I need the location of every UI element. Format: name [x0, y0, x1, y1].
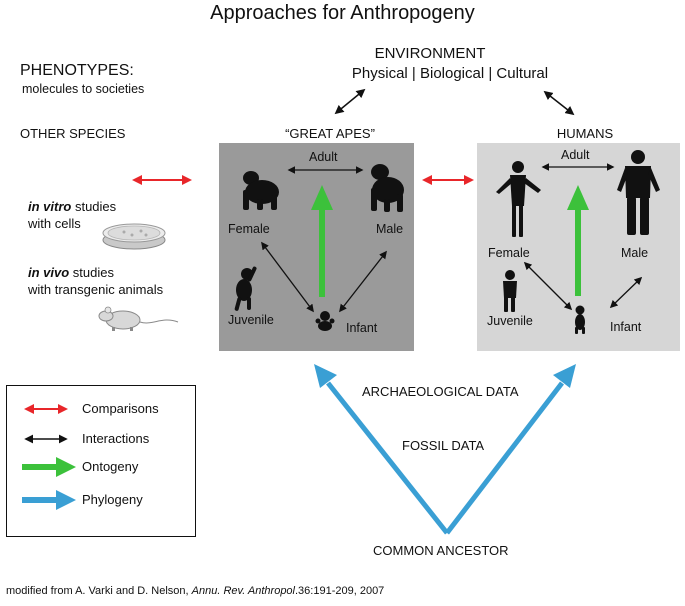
- humans-ontogeny-arrow-head: [567, 185, 589, 210]
- credit-journal: Annu. Rev. Anthropol: [191, 585, 295, 597]
- apes-juvenile-label: Juvenile: [228, 313, 274, 327]
- humans-female-infant-arrow: [523, 261, 573, 311]
- great-apes-heading: “GREAT APES”: [285, 126, 375, 141]
- chimp-infant-silhouette: [315, 311, 335, 331]
- phenotypes-subtitle: molecules to societies: [22, 82, 145, 96]
- env-apes-interaction-arrow: [334, 88, 366, 115]
- petri-dish-image: [102, 223, 166, 250]
- in-vitro-line2: with cells: [28, 216, 81, 231]
- credit-prefix: modified from A. Varki and D. Nelson,: [6, 585, 192, 597]
- diagram-title: Approaches for Anthropogeny: [210, 2, 475, 24]
- in-vivo-emphasis: in vivo: [28, 265, 70, 280]
- apes-female-label: Female: [228, 222, 270, 236]
- human-female-silhouette: [496, 161, 541, 237]
- source-credit: modified from A. Varki and D. Nelson, An…: [6, 585, 384, 597]
- humans-male-label: Male: [621, 246, 649, 260]
- apes-female-infant-arrow: [261, 241, 314, 313]
- apes-male-label: Male: [376, 222, 404, 236]
- chimp-female-silhouette: [243, 171, 279, 210]
- humans-heading: HUMANS: [556, 126, 614, 141]
- legend-interactions-label: Interactions: [82, 431, 150, 446]
- archaeological-data-label: ARCHAEOLOGICAL DATA: [362, 384, 519, 399]
- apes-adult-label: Adult: [309, 150, 338, 164]
- humans-adult-label: Adult: [561, 148, 590, 162]
- phylogeny-arrow-to-apes: [326, 381, 449, 535]
- phylogeny-arrow-head-apes: [314, 364, 337, 388]
- legend-box: [6, 385, 196, 537]
- phylogeny-arrow-head-humans: [553, 364, 576, 388]
- in-vitro-studies-text: in vitro studies with cells: [28, 198, 116, 232]
- mouse-image: [98, 306, 179, 331]
- in-vivo-studies-text: in vivo studies with transgenic animals: [28, 264, 163, 298]
- human-male-silhouette: [617, 150, 660, 235]
- in-vitro-rest: studies: [71, 199, 117, 214]
- legend-ontogeny-label: Ontogeny: [82, 459, 139, 474]
- env-humans-interaction-arrow: [543, 90, 575, 116]
- humans-infant-label: Infant: [610, 320, 642, 334]
- human-infant-silhouette: [575, 305, 585, 334]
- human-juvenile-silhouette: [503, 270, 517, 312]
- legend-comparisons-label: Comparisons: [82, 401, 159, 416]
- chimp-male-silhouette: [371, 164, 404, 212]
- credit-suffix: .36:191-209, 2007: [295, 585, 385, 597]
- apes-male-infant-arrow: [339, 250, 387, 313]
- phylogeny-arrow-to-humans: [445, 381, 564, 535]
- fossil-data-label: FOSSIL DATA: [402, 438, 485, 453]
- in-vivo-line2: with transgenic animals: [28, 282, 164, 297]
- environment-title: ENVIRONMENT: [374, 45, 486, 62]
- other-species-heading: OTHER SPECIES: [20, 126, 126, 141]
- environment-subtitle: Physical | Biological | Cultural: [351, 65, 549, 82]
- common-ancestor-label: COMMON ANCESTOR: [373, 543, 509, 558]
- in-vitro-emphasis: in vitro: [28, 199, 72, 214]
- phenotypes-title: PHENOTYPES:: [20, 62, 134, 79]
- humans-female-label: Female: [488, 246, 530, 260]
- legend-phylogeny-arrow-head: [56, 490, 76, 510]
- humans-male-infant-arrow: [609, 276, 643, 309]
- chimp-juvenile-silhouette: [234, 266, 257, 311]
- legend-phylogeny-label: Phylogeny: [82, 492, 143, 507]
- apes-ontogeny-arrow-head: [311, 185, 333, 210]
- humans-juvenile-label: Juvenile: [487, 314, 533, 328]
- legend-ontogeny-arrow-head: [56, 457, 76, 477]
- apes-infant-label: Infant: [346, 321, 378, 335]
- in-vivo-rest: studies: [69, 265, 114, 280]
